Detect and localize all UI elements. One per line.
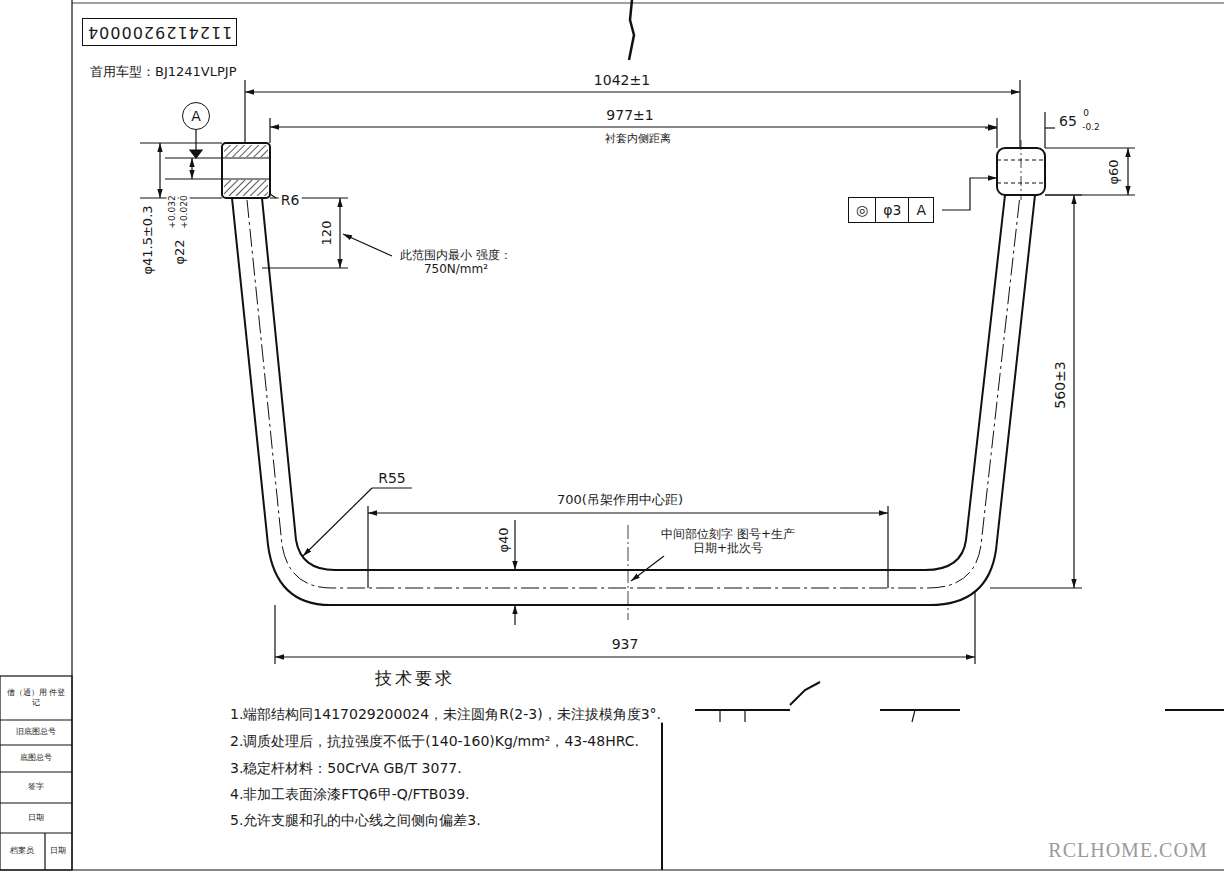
dimension-note: 衬套内侧距离 <box>603 132 673 145</box>
tolerance-cell: ◎ <box>849 198 876 222</box>
title-block-cell: 档案员 <box>8 846 36 856</box>
tolerance-cell: A <box>909 198 933 222</box>
requirement-item: 3.稳定杆材料：50CrVA GB/T 3077. <box>228 760 464 777</box>
dimension-text: 65 <box>1057 113 1079 130</box>
tolerance-text: -0.2 <box>1080 122 1102 133</box>
dimension-text: φ40 <box>496 525 512 554</box>
dimension-text: 120 <box>319 219 335 248</box>
requirement-item: 1.端部结构同1417029200024，未注圆角R(2-3)，未注拔模角度3°… <box>228 706 663 723</box>
tolerance-text: 0 <box>1081 108 1091 119</box>
title-block-cell: 旧底图总号 <box>14 727 58 737</box>
radius-text: R55 <box>376 470 408 487</box>
marking-note: 中间部位刻字 图号+生产日期+批次号 <box>656 527 800 556</box>
dimension-text: 1042±1 <box>592 72 652 89</box>
dimension-text: φ22 <box>172 237 188 266</box>
title-block-cell: 底图总号 <box>18 753 54 763</box>
title-block-cell: 日期 <box>26 813 46 823</box>
dimension-text: φ60 <box>1106 157 1122 186</box>
datum-circle: A <box>182 102 210 130</box>
requirement-item: 4.非加工表面涂漆FTQ6甲-Q/FTB039. <box>228 786 472 803</box>
dimension-text: 937 <box>610 636 641 653</box>
dimension-text: 977±1 <box>604 107 655 124</box>
dimension-text: φ41.5±0.3 <box>140 203 156 276</box>
dimension-text: 560±3 <box>1052 359 1069 410</box>
title-block-cell: 签字 <box>26 782 46 792</box>
requirement-item: 5.允许支腿和孔的中心线之间侧向偏差3. <box>228 812 483 829</box>
node-text: 1124129200004 <box>87 23 232 42</box>
tolerance-cell: φ3 <box>876 198 909 222</box>
requirements-heading: 技术要求 <box>373 668 457 688</box>
node-text: A <box>191 108 201 124</box>
watermark: RCLHOME.COM <box>1046 838 1209 862</box>
dimension-text: 700(吊架作用中心距) <box>555 492 685 508</box>
strength-note: 此范围内最小 强度：750N/mm² <box>395 248 517 277</box>
title-block-cell: 日期 <box>48 846 68 856</box>
drawing-number-box: 1124129200004 <box>82 18 237 46</box>
tolerance-frame: ◎φ3A <box>848 197 934 223</box>
title-block-cell: 借（通）用 件登记 <box>3 688 69 707</box>
requirement-item: 2.调质处理后，抗拉强度不低于(140-160)Kg/mm²，43-48HRC. <box>228 733 641 750</box>
tolerance-text: +0.032 <box>167 193 178 230</box>
tolerance-text: +0.020 <box>179 193 190 230</box>
radius-text: R6 <box>279 192 302 209</box>
vehicle-model-note: 首用车型：BJ1241VLPJP <box>88 64 239 80</box>
